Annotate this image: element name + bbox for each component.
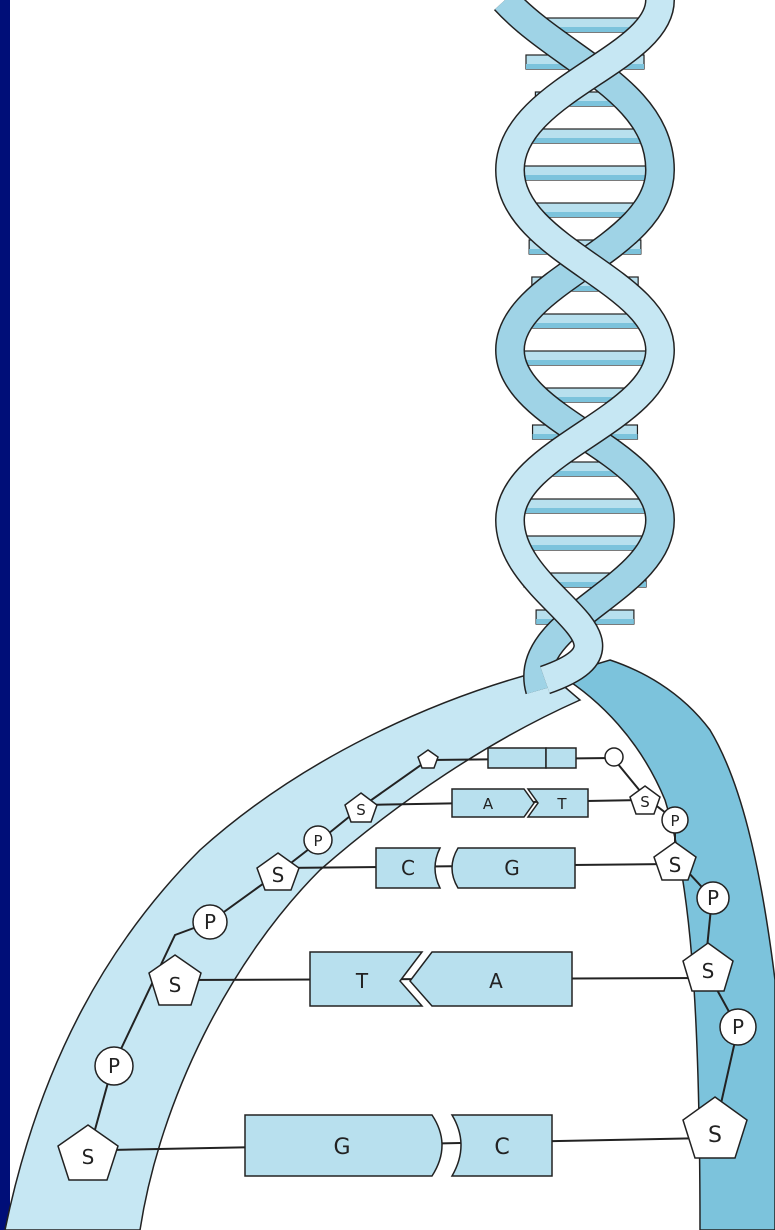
bp0-left-base <box>488 748 546 768</box>
helix-rung-shadow <box>521 323 649 328</box>
sugar-left-4-label: S <box>82 1145 95 1169</box>
phosphate-right-0 <box>605 748 623 766</box>
phosphate-left-3-label: P <box>108 1054 120 1078</box>
phosphate-left-1-label: P <box>313 832 322 850</box>
helix-rung-shadow <box>523 138 646 143</box>
bp4-left-label: G <box>333 1135 350 1160</box>
bp3-left-label: T <box>355 969 369 993</box>
bp2-right-label: G <box>504 856 520 880</box>
sugar-left-2-label: S <box>272 863 285 887</box>
sugar-right-2-label: S <box>669 853 682 877</box>
bp1-right-label: T <box>556 795 567 813</box>
sugar-left-1-label: S <box>356 801 366 819</box>
sugar-right-4-label: S <box>708 1123 722 1148</box>
bp1-left-label: A <box>483 795 494 813</box>
bp2-left-label: C <box>401 856 415 880</box>
bp0-right-base <box>546 748 576 768</box>
phosphate-right-2-label: P <box>707 886 719 910</box>
phosphate-left-2-label: P <box>204 910 216 934</box>
bp4-right-label: C <box>494 1135 509 1160</box>
phosphate-right-3-label: P <box>732 1015 744 1039</box>
sugar-left-3-label: S <box>169 973 182 997</box>
helix-rung-shadow <box>519 508 651 513</box>
sugar-right-1-label: S <box>640 793 650 811</box>
sugar-right-3-label: S <box>702 959 715 983</box>
bp3-right-label: A <box>489 969 503 993</box>
helix-rung-shadow <box>517 175 652 180</box>
helix-rung-shadow <box>517 360 653 365</box>
helix-rung-shadow <box>517 545 652 550</box>
phosphate-right-1-label: P <box>670 812 679 830</box>
